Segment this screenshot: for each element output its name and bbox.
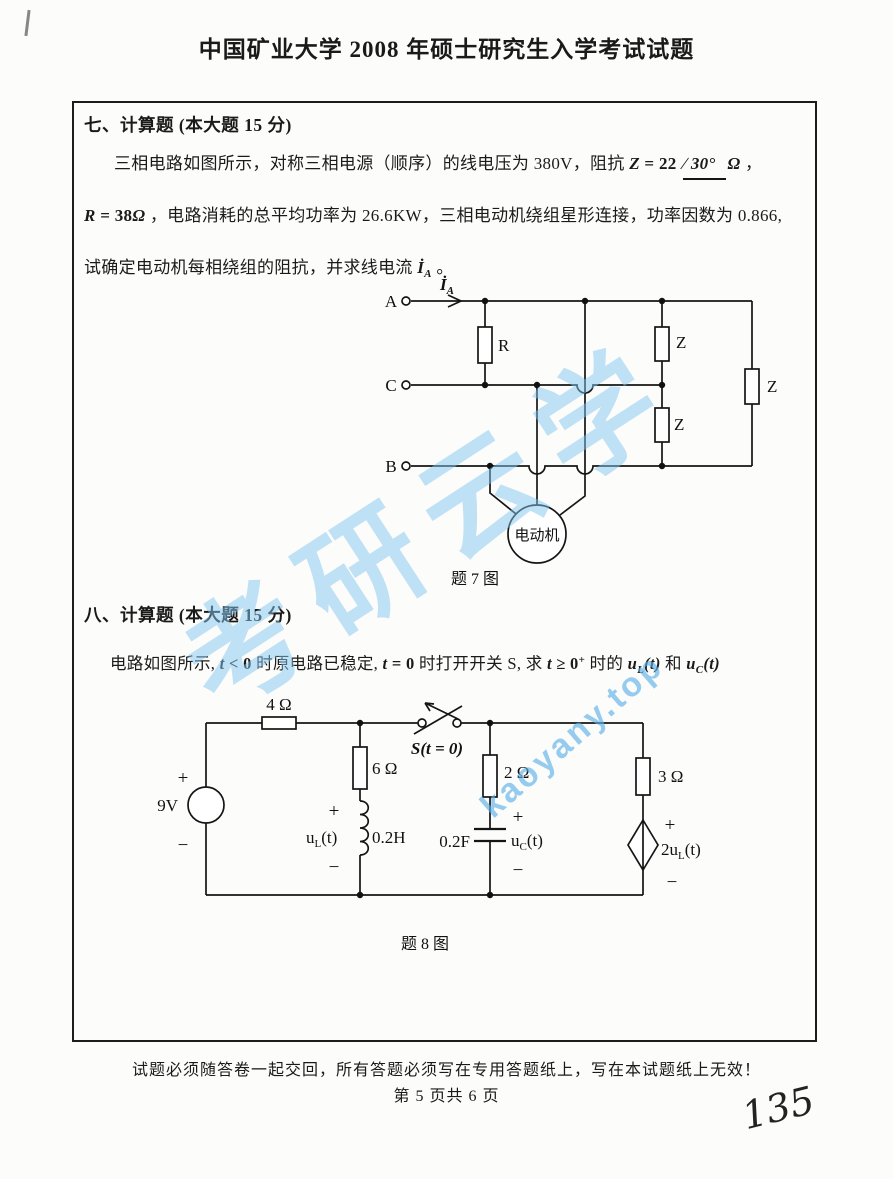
impedance-z3-label: Z bbox=[767, 377, 777, 396]
phase-b-wire bbox=[411, 465, 752, 475]
impedance-z2-body bbox=[654, 407, 670, 443]
q7-line-2: R = 38Ω ，电路消耗的总平均功率为 26.6KW，三相电动机绕组星形连接，… bbox=[84, 206, 783, 225]
switch-contact-right bbox=[452, 718, 462, 728]
impedance-z1-label: Z bbox=[676, 333, 686, 352]
impedance-z2-label: Z bbox=[674, 415, 684, 434]
inductor-value-label: 0.2H bbox=[372, 828, 406, 847]
dep-source-minus-sign: − bbox=[667, 872, 678, 893]
terminal-c bbox=[401, 380, 411, 390]
phase-a-label: A bbox=[385, 292, 398, 311]
capacitor-minus-sign: − bbox=[513, 860, 524, 881]
switch-contact-left bbox=[417, 718, 427, 728]
q7-header: 七、计算题 (本大题 15 分) bbox=[84, 115, 292, 135]
question-frame bbox=[72, 101, 817, 1042]
dep-source-label: 2uL(t) bbox=[661, 840, 701, 862]
q8-circuit-figure: 4 Ω 6 Ω 2 Ω 3 Ω S(t = 0) + 9V − + uL(t) … bbox=[157, 695, 701, 953]
dependent-source-diamond bbox=[627, 818, 659, 872]
resistor-2ohm-body bbox=[482, 754, 498, 798]
motor-lead-right bbox=[559, 301, 586, 516]
inductor-coil bbox=[359, 800, 370, 856]
dep-source-plus-sign: + bbox=[665, 815, 676, 836]
motor-label: 电动机 bbox=[514, 527, 559, 544]
capacitor-value-label: 0.2F bbox=[439, 832, 470, 851]
footer-page-indicator: 第 5 页共 6 页 bbox=[393, 1088, 500, 1105]
impedance-z3-body bbox=[744, 368, 760, 405]
q8-components bbox=[187, 716, 659, 872]
q8-labels: 4 Ω 6 Ω 2 Ω 3 Ω S(t = 0) + 9V − + uL(t) … bbox=[157, 695, 701, 953]
resistor-6ohm-body bbox=[352, 746, 368, 790]
resistor-r-body bbox=[477, 326, 493, 364]
capacitor-voltage-label: uC(t) bbox=[511, 831, 543, 853]
q7-line-1: 三相电路如图所示，对称三相电源（顺序）的线电压为 380V，阻抗 Z = 22 … bbox=[84, 152, 838, 180]
source-value-label: 9V bbox=[157, 796, 179, 815]
switch-arrow-icon bbox=[424, 702, 459, 720]
inductor-voltage-label: uL(t) bbox=[306, 828, 337, 850]
terminal-b bbox=[401, 461, 411, 471]
q8-line-1: 电路如图所示, t < 0 时原电路已稳定, t = 0 时打开开关 S, 求 … bbox=[110, 654, 720, 676]
q7-junctions bbox=[481, 297, 666, 470]
switch-blade bbox=[413, 705, 463, 735]
resistor-3ohm-body bbox=[635, 757, 651, 796]
inductor-plus-sign: + bbox=[329, 801, 340, 822]
motor-circle bbox=[507, 504, 567, 564]
source-plus-sign: + bbox=[178, 768, 189, 789]
phase-c-label: C bbox=[385, 376, 396, 395]
line-current-label: İA bbox=[439, 275, 454, 297]
q7-circuit-figure: A C B İA R Z Z Z 电动机 题 7 图 bbox=[385, 275, 778, 588]
switch-label: S(t = 0) bbox=[411, 739, 463, 758]
motor-lead-left bbox=[489, 466, 517, 515]
q7-line-3: 试确定电动机每相绕组的阻抗，并求线电流 İA 。 bbox=[84, 258, 454, 280]
q7-wires bbox=[411, 294, 753, 516]
q8-header: 八、计算题 (本大题 15 分) bbox=[84, 605, 292, 625]
q7-figure-caption: 题 7 图 bbox=[451, 571, 499, 588]
q8-junctions bbox=[356, 719, 494, 899]
footer-notice: 试题必须随答卷一起交回，所有答题必须写在专用答题纸上，写在本试题纸上无效！ bbox=[131, 1062, 761, 1079]
resistor-4ohm-body bbox=[261, 716, 297, 730]
q7-components bbox=[401, 296, 760, 564]
q7-labels: A C B İA R Z Z Z 电动机 题 7 图 bbox=[385, 275, 778, 588]
voltage-source-circle bbox=[187, 786, 225, 824]
q8-wires bbox=[205, 702, 644, 896]
resistor-4ohm-label: 4 Ω bbox=[266, 695, 291, 714]
resistor-3ohm-label: 3 Ω bbox=[658, 767, 683, 786]
source-minus-sign: − bbox=[178, 835, 189, 856]
capacitor-plus-sign: + bbox=[513, 807, 524, 828]
resistor-r-label: R bbox=[498, 336, 510, 355]
current-arrow-icon bbox=[447, 294, 464, 308]
resistor-6ohm-label: 6 Ω bbox=[372, 759, 397, 778]
inductor-minus-sign: − bbox=[329, 857, 340, 878]
resistor-2ohm-label: 2 Ω bbox=[504, 763, 529, 782]
terminal-a bbox=[401, 296, 411, 306]
q8-figure-caption: 题 8 图 bbox=[401, 936, 449, 953]
page-title: 中国矿业大学 2008 年硕士研究生入学考试试题 bbox=[198, 37, 695, 62]
impedance-z1-body bbox=[654, 326, 670, 362]
phase-b-label: B bbox=[385, 457, 396, 476]
